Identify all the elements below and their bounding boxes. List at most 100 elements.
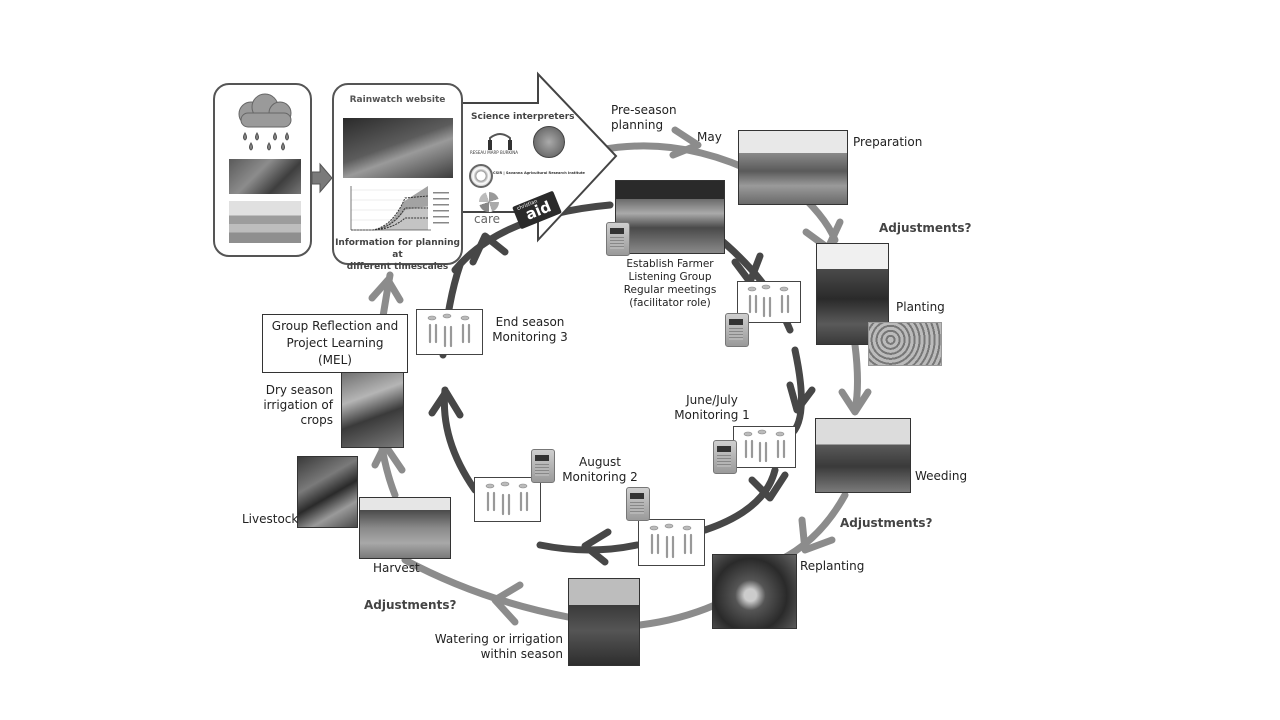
inner-arrowhead-m3 xyxy=(428,388,464,419)
people-talking-icon xyxy=(649,523,693,559)
inner-arrowhead-m1 xyxy=(786,381,816,414)
label-dry-season: Dry season irrigation of crops xyxy=(260,383,333,428)
radio-icon-establish xyxy=(606,222,630,256)
label-adjustments-1: Adjustments? xyxy=(879,221,972,235)
label-harvest: Harvest xyxy=(373,561,420,575)
logo-care-text: care xyxy=(474,212,501,226)
photo-livestock xyxy=(297,456,358,528)
label-dry-season-line2: irrigation of xyxy=(263,398,333,412)
inner-arrowhead-top xyxy=(469,232,509,266)
label-establish-line4: (facilitator role) xyxy=(629,297,711,309)
people-talking-icon xyxy=(743,429,786,463)
inputs-panel xyxy=(213,83,312,257)
label-watering-line2: within season xyxy=(480,647,563,661)
logo-marp-text: RESEAU MARP BURKINA xyxy=(470,150,518,155)
label-monitoring-3: End season Monitoring 3 xyxy=(490,315,570,345)
label-monitoring-3-line2: Monitoring 3 xyxy=(492,330,568,344)
hydrology-diagram xyxy=(229,201,301,243)
label-monitoring-2-line2: Monitoring 2 xyxy=(562,470,638,484)
label-may: May xyxy=(697,130,722,144)
outer-arrowhead-adjust2 xyxy=(798,516,836,554)
label-monitoring-2: August Monitoring 2 xyxy=(560,455,640,485)
label-watering-line1: Watering or irrigation xyxy=(434,632,563,646)
logo-csir: CSIR | Savanna Agricultural Research Ins… xyxy=(469,164,585,188)
label-replanting: Replanting xyxy=(800,559,865,573)
csir-seal-icon xyxy=(469,164,493,188)
label-monitoring-1-line1: June/July xyxy=(686,393,738,407)
photo-watering xyxy=(568,578,640,666)
radio-icon-m2a xyxy=(531,449,555,483)
label-monitoring-1: June/July Monitoring 1 xyxy=(672,393,752,423)
label-establish-line3: Regular meetings xyxy=(623,284,717,296)
photo-harvest xyxy=(359,497,451,559)
label-livestock: Livestock xyxy=(242,512,299,526)
care-globe-icon xyxy=(479,192,499,212)
label-planting: Planting xyxy=(896,300,945,314)
outer-arc-watering-to-harvest xyxy=(401,556,572,621)
label-adjustments-3: Adjustments? xyxy=(364,598,457,612)
outer-arrowhead-planting xyxy=(838,388,872,416)
label-pre-season: Pre-season planning xyxy=(611,103,677,133)
label-dry-season-line3: crops xyxy=(300,413,333,427)
photo-seeds xyxy=(868,322,942,366)
photo-weeding xyxy=(815,418,911,493)
mel-box: Group Reflection and Project Learning (M… xyxy=(262,314,408,373)
photo-replanting xyxy=(712,554,797,629)
laptop-photo xyxy=(343,118,453,178)
photo-preparation xyxy=(738,130,848,205)
logo-anam xyxy=(533,126,565,158)
outer-arrowhead-mel xyxy=(368,276,404,304)
group-discussion-image-m3 xyxy=(416,309,483,355)
label-monitoring-3-line1: End season xyxy=(495,315,565,329)
group-discussion-image-m2b xyxy=(638,519,705,566)
farmers-photo xyxy=(229,159,301,194)
interpreters-title: Science interpreters xyxy=(471,112,575,122)
rainwatch-caption-line1: Information for planning at xyxy=(335,238,460,260)
inner-arrowhead-m1b xyxy=(748,471,789,502)
mel-line2: Project Learning (MEL) xyxy=(286,336,384,367)
logo-csir-text: CSIR | Savanna Agricultural Research Ins… xyxy=(493,171,585,175)
inner-arc-top xyxy=(451,201,614,274)
outer-arrowhead-watering xyxy=(491,581,524,626)
rainwatch-panel: Rainwatch website Information for planni… xyxy=(332,83,463,272)
people-talking-icon xyxy=(485,481,529,516)
group-discussion-image-m2a xyxy=(474,477,541,522)
photo-listening-group xyxy=(615,180,725,254)
label-watering: Watering or irrigation within season xyxy=(420,632,563,662)
rainwatch-title: Rainwatch website xyxy=(349,95,446,105)
label-establish-line2: Listening Group xyxy=(628,271,712,283)
rainwatch-caption: Information for planning at different ti… xyxy=(334,237,461,273)
radio-icon-m1 xyxy=(713,440,737,474)
photo-dry-season-irrigation xyxy=(341,369,404,448)
label-adjustments-2: Adjustments? xyxy=(840,516,933,530)
inner-arc-m2-to-m3 xyxy=(440,386,479,494)
label-preparation: Preparation xyxy=(853,135,923,149)
outer-arc-planting-to-weeding xyxy=(851,341,861,414)
label-dry-season-line1: Dry season xyxy=(265,383,333,397)
radio-icon-m2b xyxy=(626,487,650,521)
people-talking-icon xyxy=(427,313,471,348)
inner-arrowhead-m2 xyxy=(581,528,612,566)
label-pre-season-line2: planning xyxy=(611,118,664,132)
label-monitoring-1-line2: Monitoring 1 xyxy=(674,408,750,422)
logo-care: care xyxy=(472,192,506,230)
radio-icon-group-1 xyxy=(725,313,749,347)
mel-line1: Group Reflection and xyxy=(271,319,399,333)
outer-arc-replanting-to-watering xyxy=(636,601,719,629)
people-talking-icon xyxy=(747,284,790,318)
outer-arrowhead-may xyxy=(669,126,702,159)
inputs-to-rainwatch-arrow xyxy=(311,162,333,194)
label-pre-season-line1: Pre-season xyxy=(611,103,677,117)
label-monitoring-2-line1: August xyxy=(579,455,621,469)
group-discussion-image-m1 xyxy=(733,426,796,468)
label-weeding: Weeding xyxy=(915,469,968,483)
interpreters-big-arrow xyxy=(459,71,618,243)
inner-arc-m1-down xyxy=(701,466,779,534)
logo-marp-burkina: RESEAU MARP BURKINA xyxy=(470,128,530,156)
marp-figures-icon xyxy=(488,133,512,150)
label-establish-line1: Establish Farmer xyxy=(626,258,714,270)
rainfall-chart xyxy=(343,182,453,237)
label-establish: Establish Farmer Listening Group Regular… xyxy=(620,258,720,310)
rainwatch-caption-line2: different timescales xyxy=(346,262,449,272)
